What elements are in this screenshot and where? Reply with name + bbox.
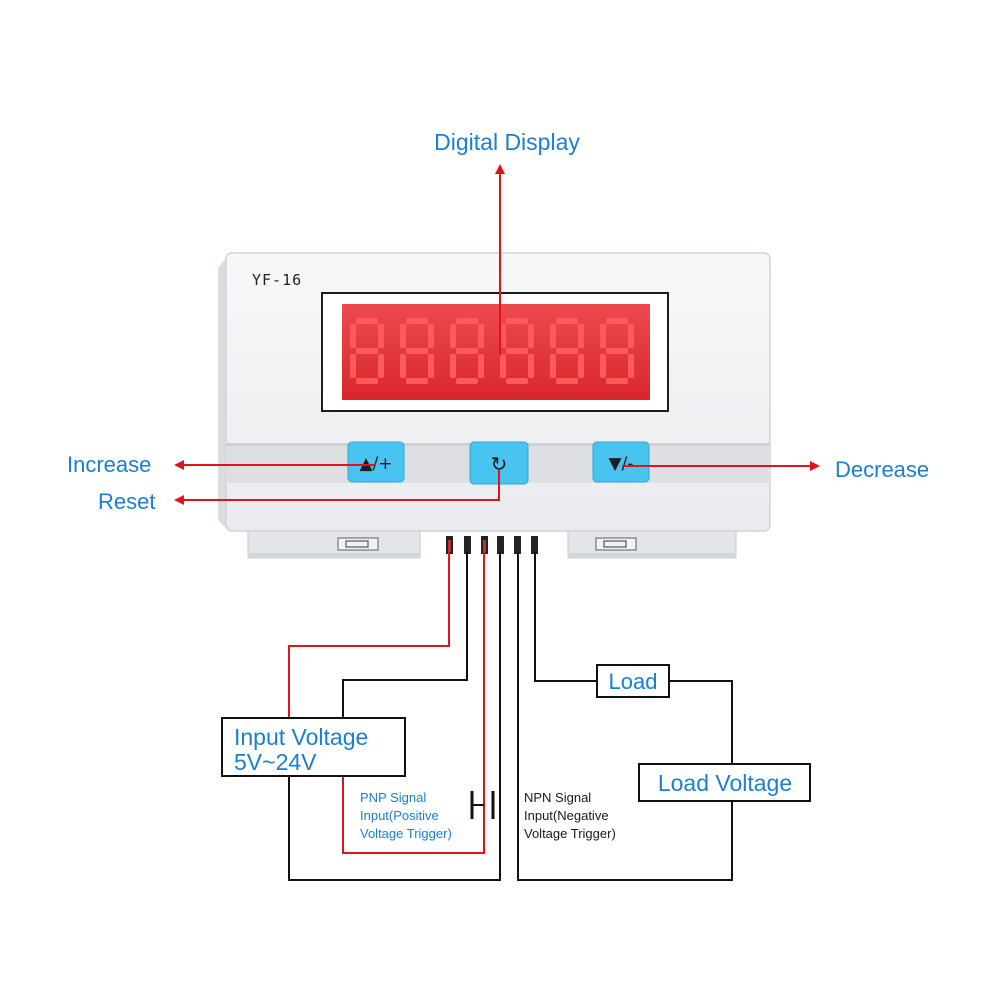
- wire-input-ground: [342, 552, 468, 718]
- wire-load-a: [534, 552, 597, 682]
- input-voltage-range: 5V~24V: [234, 749, 317, 775]
- digit-segment: [456, 318, 478, 324]
- seven-segment-digits: [350, 318, 634, 384]
- digit-segment: [478, 324, 484, 348]
- load-voltage-label: Load Voltage: [658, 770, 792, 796]
- digit-segment: [506, 348, 528, 354]
- load-box: [596, 664, 670, 698]
- digit-segment: [578, 324, 584, 348]
- input-voltage-label: Input Voltage: [234, 724, 368, 750]
- load-voltage-box: [638, 763, 811, 802]
- digit-segment: [400, 324, 406, 348]
- digit-segment: [506, 378, 528, 384]
- digit-segment: [450, 324, 456, 348]
- display-digit: [350, 318, 384, 384]
- digit-segment: [556, 318, 578, 324]
- display-screen: [342, 304, 650, 400]
- reset-button[interactable]: ↻: [469, 441, 529, 485]
- switch-symbol: [470, 791, 495, 819]
- digit-segment: [478, 354, 484, 378]
- wire-ground-rail: [288, 552, 501, 881]
- label-increase: Increase: [67, 452, 151, 477]
- pnp-note-line2: Input(Positive: [360, 808, 439, 823]
- digit-segment: [356, 318, 378, 324]
- arrow-reset: [174, 470, 500, 505]
- digit-segment: [600, 354, 606, 378]
- digit-segment: [356, 348, 378, 354]
- digit-segment: [556, 378, 578, 384]
- digit-segment: [456, 348, 478, 354]
- display-digit: [550, 318, 584, 384]
- digit-segment: [628, 324, 634, 348]
- digit-segment: [556, 348, 578, 354]
- npn-note-line2: Input(Negative: [524, 808, 609, 823]
- pnp-note-line1: PNP Signal: [360, 790, 426, 805]
- wire-npn: [517, 552, 733, 881]
- digit-segment: [528, 354, 534, 378]
- digit-segment: [400, 354, 406, 378]
- wiring: [288, 552, 733, 881]
- npn-note-line3: Voltage Trigger): [524, 826, 616, 841]
- digit-segment: [628, 354, 634, 378]
- load-label: Load: [609, 669, 658, 694]
- reset-icon: ↻: [491, 452, 508, 476]
- digit-segment: [406, 348, 428, 354]
- wire-pnp: [342, 552, 485, 854]
- terminal-pins: [446, 536, 538, 554]
- label-digital-display: Digital Display: [434, 129, 580, 155]
- wire-load-b: [669, 680, 733, 764]
- decrease-button-glyph: ▼/-: [609, 454, 634, 474]
- mounting-clip-right: [595, 537, 637, 551]
- digit-segment: [606, 348, 628, 354]
- display-digit: [400, 318, 434, 384]
- wire-input-positive: [288, 552, 450, 718]
- display-digit: [600, 318, 634, 384]
- digit-segment: [606, 318, 628, 324]
- digit-segment: [350, 324, 356, 348]
- label-reset: Reset: [98, 489, 155, 514]
- digit-segment: [506, 318, 528, 324]
- digit-segment: [428, 324, 434, 348]
- device-body: YF-16 ▲/+ ↻ ▼/-: [218, 252, 771, 559]
- decrease-button[interactable]: ▼/-: [592, 441, 650, 483]
- digit-segment: [450, 354, 456, 378]
- digit-segment: [378, 324, 384, 348]
- digit-segment: [550, 354, 556, 378]
- digit-segment: [606, 378, 628, 384]
- display-digit: [450, 318, 484, 384]
- pnp-note-line3: Voltage Trigger): [360, 826, 452, 841]
- digit-segment: [500, 324, 506, 348]
- mounting-clip-left: [337, 537, 379, 551]
- digit-segment: [600, 324, 606, 348]
- digit-segment: [456, 378, 478, 384]
- digit-segment: [356, 378, 378, 384]
- digit-segment: [550, 324, 556, 348]
- digit-segment: [406, 378, 428, 384]
- model-label: YF-16: [252, 271, 302, 289]
- label-decrease: Decrease: [835, 457, 929, 482]
- digit-segment: [378, 354, 384, 378]
- digit-segment: [500, 354, 506, 378]
- input-voltage-box: [221, 717, 406, 777]
- display-digit: [500, 318, 534, 384]
- digit-segment: [350, 354, 356, 378]
- increase-button[interactable]: ▲/+: [347, 441, 405, 483]
- callout-arrows: [174, 164, 820, 505]
- npn-note-line1: NPN Signal: [524, 790, 591, 805]
- digit-segment: [428, 354, 434, 378]
- digit-segment: [528, 324, 534, 348]
- digit-segment: [578, 354, 584, 378]
- digit-segment: [406, 318, 428, 324]
